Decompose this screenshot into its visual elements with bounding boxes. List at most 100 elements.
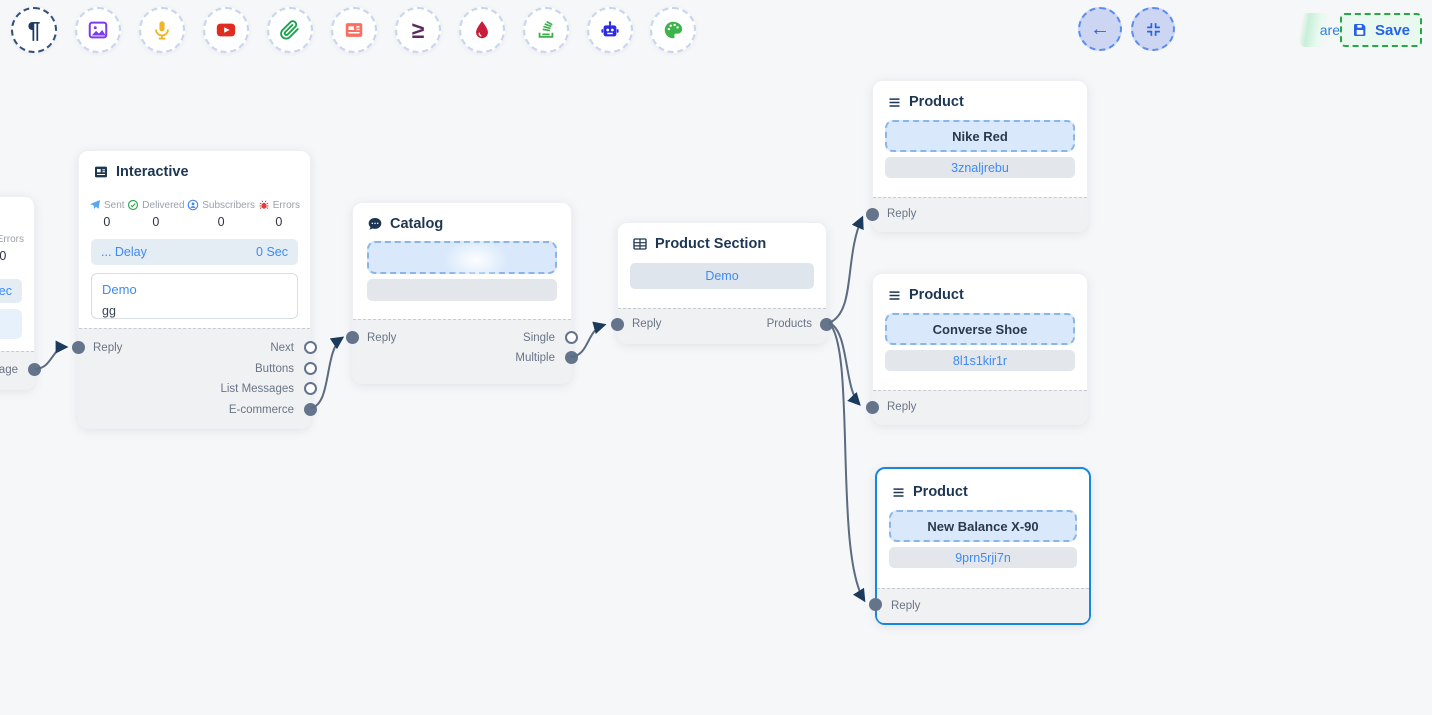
delay-row[interactable]: 0 Sec	[0, 279, 22, 303]
single-output-handle[interactable]	[565, 331, 578, 344]
delay-row[interactable]: ... Delay 0 Sec	[91, 239, 298, 265]
palette-element-button[interactable]	[650, 7, 696, 53]
quick-reply-box[interactable]	[0, 309, 22, 339]
node-footer: Reply Products	[618, 308, 826, 343]
stack-element-button[interactable]	[523, 7, 569, 53]
image-element-button[interactable]	[75, 7, 121, 53]
bot-element-button[interactable]	[587, 7, 633, 53]
section-name: Demo	[705, 269, 739, 283]
product-node-2[interactable]: Product Converse Shoe 8l1s1kir1r Reply	[866, 273, 1088, 425]
input-label: Reply	[887, 401, 917, 413]
sent-icon	[90, 200, 100, 209]
retailer-id-box[interactable]: 8l1s1kir1r	[885, 350, 1075, 371]
ecommerce-output-handle[interactable]	[304, 403, 317, 416]
delay-label: ... Delay	[101, 245, 147, 259]
stat-label: Sent	[104, 199, 125, 211]
drip-element-button[interactable]	[459, 7, 505, 53]
message-output-handle[interactable]	[28, 363, 41, 376]
multiple-output-handle[interactable]	[565, 351, 578, 364]
stat-label: Errors	[0, 233, 24, 245]
list-messages-output-handle[interactable]	[304, 382, 317, 395]
buttons-output-handle[interactable]	[304, 362, 317, 375]
node-title: Product Section	[655, 236, 767, 252]
output-label: Buttons	[255, 363, 294, 375]
card-element-button[interactable]	[331, 7, 377, 53]
product-node-1[interactable]: Product Nike Red 3znaljrebu Reply	[866, 80, 1088, 232]
menu-lines-icon	[889, 97, 900, 107]
interactive-icon	[95, 166, 107, 178]
reply-input-handle[interactable]	[866, 401, 879, 414]
edge-products-to-product-3	[828, 322, 866, 603]
input-label: Reply	[632, 318, 662, 330]
product-name: New Balance X-90	[927, 518, 1039, 534]
stat-label: Errors	[272, 199, 300, 211]
microphone-icon	[155, 21, 169, 40]
fit-view-button[interactable]	[1131, 7, 1175, 51]
product-name-box[interactable]: Nike Red	[885, 120, 1075, 152]
audio-element-button[interactable]	[139, 7, 185, 53]
edge-products-to-product-2	[828, 322, 861, 406]
output-label: Single	[523, 332, 555, 344]
back-button[interactable]: ←	[1078, 7, 1122, 51]
product-section-node[interactable]: Product Section Demo Reply Products	[611, 222, 833, 344]
product-node-3[interactable]: Product New Balance X-90 9prn5rji7n Repl…	[869, 467, 1091, 625]
catalog-empty-row[interactable]	[367, 279, 557, 301]
message-box[interactable]: Demo gg	[91, 273, 298, 319]
menu-lines-icon	[893, 487, 904, 497]
retailer-id-box[interactable]: 9prn5rji7n	[889, 547, 1077, 568]
output-label: List Messages	[220, 383, 294, 395]
catalog-drop-area[interactable]	[367, 237, 557, 283]
retailer-id: 9prn5rji7n	[955, 550, 1011, 565]
share-button-partial[interactable]: are	[1300, 13, 1340, 47]
product-name: Nike Red	[952, 128, 1008, 144]
reply-input-handle[interactable]	[346, 331, 359, 344]
attachment-element-button[interactable]	[267, 7, 313, 53]
products-output-handle[interactable]	[820, 318, 833, 331]
next-output-handle[interactable]	[304, 341, 317, 354]
catalog-node[interactable]: Catalog Reply Single Multiple	[346, 202, 578, 384]
input-label: Reply	[93, 342, 123, 354]
interactive-node[interactable]: Interactive Sent 0 Delivered 0	[72, 150, 317, 429]
message-title: Demo	[102, 282, 137, 297]
reply-input-handle[interactable]	[72, 341, 85, 354]
paperclip-icon	[280, 20, 299, 40]
stat-label: Subscribers	[202, 199, 256, 211]
product-name-box[interactable]: New Balance X-90	[889, 510, 1077, 542]
save-label: Save	[1374, 21, 1411, 39]
pilcrow-icon: ¶	[27, 16, 41, 43]
gte-icon: ≥	[411, 16, 425, 43]
condition-element-button[interactable]: ≥	[395, 7, 441, 53]
node-header: Product	[877, 469, 1089, 500]
stat-value: 0	[152, 215, 160, 229]
text-element-button[interactable]: ¶	[11, 7, 57, 53]
node-header: Product Section	[618, 223, 826, 252]
video-element-button[interactable]	[203, 7, 249, 53]
reply-input-handle[interactable]	[611, 318, 624, 331]
node-footer: Reply	[873, 197, 1087, 231]
input-label: Reply	[891, 600, 921, 612]
message-node-partial[interactable]: Errors 0 0 Sec Message	[0, 196, 41, 390]
node-footer: Reply	[877, 588, 1089, 623]
node-title: Product	[909, 94, 964, 110]
output-label: Multiple	[515, 352, 555, 364]
stat-value: 0	[0, 249, 7, 263]
reply-input-handle[interactable]	[866, 208, 879, 221]
node-header: Product	[873, 81, 1087, 110]
stats-row: Errors 0	[0, 233, 24, 264]
output-label: Next	[270, 342, 294, 354]
section-name-box[interactable]: Demo	[630, 263, 814, 289]
save-button[interactable]: Save	[1340, 13, 1422, 47]
retailer-id: 3znaljrebu	[951, 160, 1009, 175]
stat-value: 0	[103, 215, 111, 229]
node-title: Interactive	[116, 164, 189, 180]
reply-input-handle[interactable]	[869, 598, 882, 611]
input-label: Reply	[887, 208, 917, 220]
output-label: Products	[766, 318, 812, 330]
node-footer: Reply	[873, 390, 1087, 424]
product-name-box[interactable]: Converse Shoe	[885, 313, 1075, 345]
retailer-id-box[interactable]: 3znaljrebu	[885, 157, 1075, 178]
node-title: Product	[909, 287, 964, 303]
image-icon	[88, 21, 108, 39]
compress-icon	[1146, 22, 1160, 36]
